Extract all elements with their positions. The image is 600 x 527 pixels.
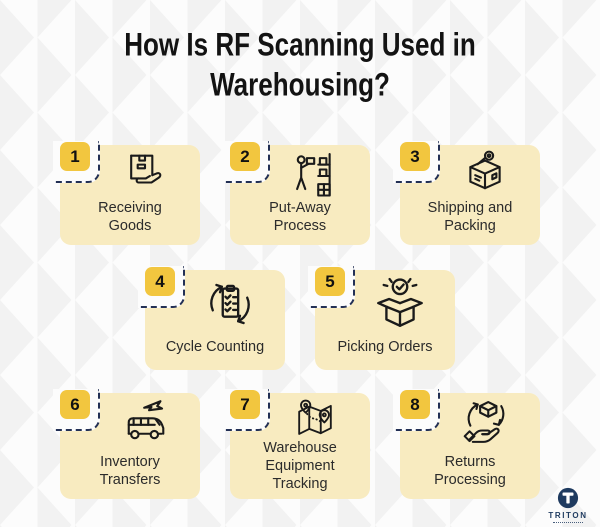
card-number-badge: 8: [400, 390, 430, 419]
card-number-badge: 7: [230, 390, 260, 419]
usage-card: 1 Receiving Goods: [53, 141, 200, 245]
triton-logo-icon: [557, 487, 579, 509]
card-label: Warehouse Equipment Tracking: [263, 440, 337, 492]
usage-card: 2 Put-Away Process: [223, 141, 370, 245]
logo-tagline: [553, 522, 583, 523]
card-label: Picking Orders: [337, 339, 433, 355]
card-number-badge: 5: [315, 267, 345, 296]
card-label: Shipping and Packing: [427, 200, 513, 234]
usage-card: 3 Shipping and Packing: [393, 141, 540, 245]
page-title: How Is RF Scanning Used in Warehousing?: [48, 0, 552, 105]
picking-orders-icon: [349, 275, 451, 333]
usage-card: 4 Cycle Counting: [138, 266, 285, 370]
card-number-badge: 4: [145, 267, 175, 296]
page-title-line1: How Is RF Scanning Used in: [124, 25, 476, 63]
card-label: Put-Away Process: [269, 200, 331, 234]
returns-processing-icon: [434, 398, 536, 450]
card-label: Returns Processing: [434, 454, 506, 488]
page-title-line2: Warehousing?: [210, 66, 390, 104]
card-number-badge: 2: [230, 142, 260, 171]
logo-name: TRITON: [548, 511, 588, 520]
shipping-packing-icon: [434, 150, 536, 202]
usage-card: 5 Picking Orders: [308, 266, 455, 370]
put-away-process-icon: [264, 150, 366, 202]
usage-card: 6 Inventory Transfers: [53, 389, 200, 499]
receiving-goods-icon: [94, 150, 196, 202]
card-label: Receiving Goods: [98, 200, 162, 234]
inventory-transfers-icon: [94, 398, 196, 450]
card-label: Inventory Transfers: [99, 454, 161, 488]
cycle-counting-icon: [179, 275, 281, 333]
card-number-badge: 1: [60, 142, 90, 171]
warehouse-equipment-tracking-icon: [264, 398, 366, 444]
usage-card: 8 Returns Processing: [393, 389, 540, 499]
usage-card: 7 Warehouse Equipment Tracking: [223, 389, 370, 499]
card-number-badge: 6: [60, 390, 90, 419]
triton-logo: TRITON: [541, 487, 595, 523]
card-number-badge: 3: [400, 142, 430, 171]
card-label: Cycle Counting: [165, 339, 265, 355]
